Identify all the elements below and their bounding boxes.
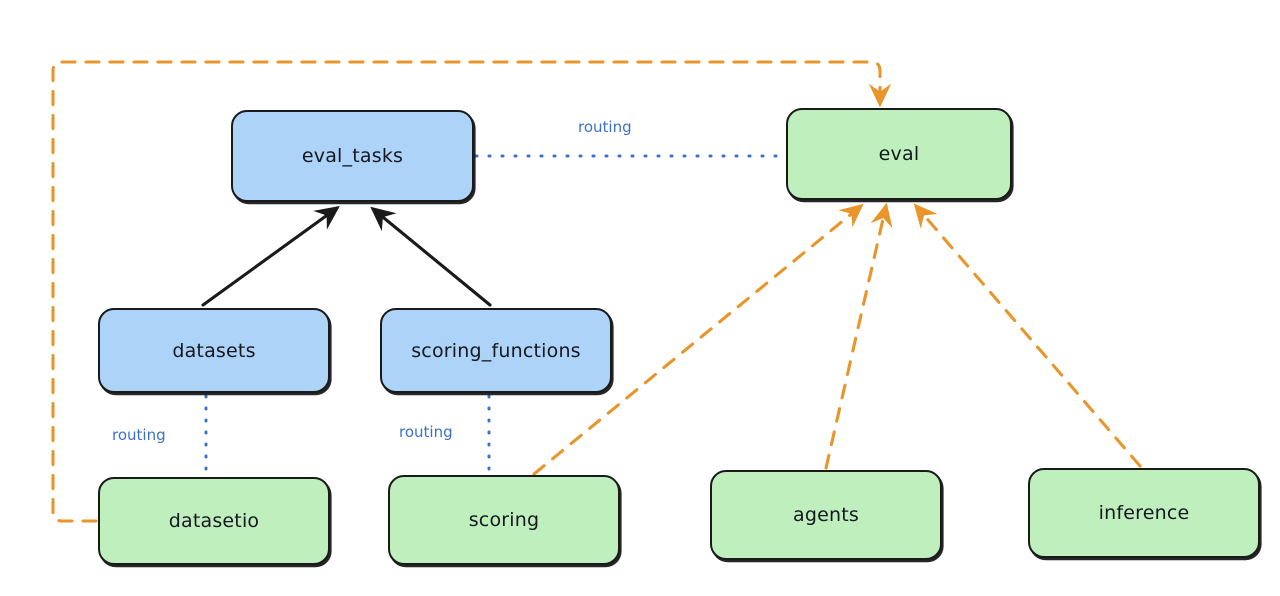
edge-label-routing-eval-tasks: routing: [578, 118, 632, 136]
edge-datasets-to-eval-tasks: [201, 205, 340, 307]
node-agents[interactable]: agents: [710, 470, 942, 560]
node-eval-tasks[interactable]: eval_tasks: [231, 110, 474, 202]
node-inference[interactable]: inference: [1028, 468, 1260, 558]
edge-scoring-functions-to-eval-tasks: [370, 206, 492, 307]
edge-scoring-to-eval: [532, 203, 864, 476]
node-label-datasets: datasets: [172, 339, 256, 362]
node-datasetio[interactable]: datasetio: [98, 477, 330, 565]
node-label-eval: eval: [878, 143, 920, 165]
node-label-scoring-functions: scoring_functions: [411, 339, 581, 362]
edge-inference-to-eval: [913, 203, 1142, 468]
edge-agents-to-eval: [824, 202, 893, 470]
node-label-agents: agents: [793, 504, 859, 526]
edge-label-routing-datasets: routing: [112, 426, 166, 444]
node-datasets[interactable]: datasets: [98, 308, 330, 393]
edge-datasetio-to-eval: [51, 60, 892, 523]
node-label-datasetio: datasetio: [168, 510, 260, 532]
node-scoring[interactable]: scoring: [388, 475, 620, 565]
node-label-eval-tasks: eval_tasks: [301, 145, 404, 167]
node-eval[interactable]: eval: [786, 108, 1012, 200]
node-scoring-functions[interactable]: scoring_functions: [380, 308, 612, 393]
edge-label-routing-scoring-functions: routing: [399, 423, 453, 441]
node-label-scoring: scoring: [468, 509, 540, 531]
node-label-inference: inference: [1098, 502, 1190, 524]
